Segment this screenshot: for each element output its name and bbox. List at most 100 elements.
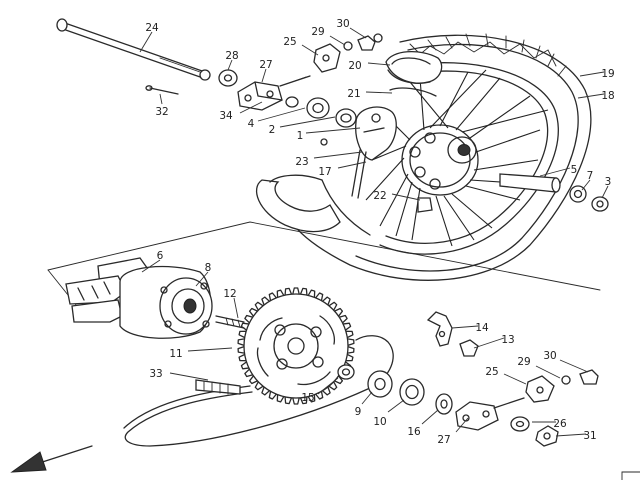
callout-label-27: 27 xyxy=(259,59,272,71)
callout-leader-19 xyxy=(579,71,605,77)
callout-label-11: 11 xyxy=(169,348,182,360)
callout-leader-18 xyxy=(577,93,605,99)
callout-label-30: 30 xyxy=(543,350,556,362)
callout-leader-9 xyxy=(361,391,373,405)
callout-label-29: 29 xyxy=(311,26,324,38)
callout-label-25: 25 xyxy=(485,366,498,378)
callout-leader-2 xyxy=(279,116,336,128)
sprocket-tooth xyxy=(306,391,316,403)
callout-label-19: 19 xyxy=(601,68,614,80)
callout-leader-30 xyxy=(559,359,589,373)
cotter-pin xyxy=(145,85,179,95)
bearing-4 xyxy=(306,97,330,119)
sprocket-tooth xyxy=(240,360,252,370)
stud-bolt xyxy=(215,315,245,329)
sprocket-tooth xyxy=(336,314,348,325)
sprocket-tooth xyxy=(276,391,286,403)
hub-bearing-seal-group xyxy=(367,370,453,415)
sprocket-tooth xyxy=(261,296,272,308)
callout-label-27: 27 xyxy=(437,434,450,446)
callout-label-14: 14 xyxy=(475,322,489,334)
callout-label-33: 33 xyxy=(149,368,162,380)
balance-weight xyxy=(417,197,433,213)
callout-label-10: 10 xyxy=(373,416,386,428)
callout-leader-23 xyxy=(313,151,363,159)
sprocket-tooth xyxy=(344,345,355,355)
sprocket-tooth xyxy=(268,292,279,304)
sprocket-tooth xyxy=(344,337,355,347)
callout-leader-10 xyxy=(387,399,405,413)
callout-leader-32 xyxy=(159,93,163,105)
callout-leader-30 xyxy=(349,27,367,39)
callout-label-32: 32 xyxy=(155,106,168,118)
callout-leader-24 xyxy=(139,31,153,53)
callout-leader-22 xyxy=(391,193,421,201)
callout-leader-11 xyxy=(187,347,233,352)
callout-label-17: 17 xyxy=(318,166,331,178)
brake-shoe-plate xyxy=(320,106,397,199)
corner-mark xyxy=(621,471,640,480)
sprocket-tooth xyxy=(326,379,338,391)
sprocket-tooth xyxy=(244,314,256,325)
sprocket-tooth xyxy=(240,322,252,332)
callout-leader-16 xyxy=(421,409,439,425)
sprocket-tooth xyxy=(320,296,331,308)
callout-label-21: 21 xyxy=(347,88,360,100)
sprocket-tooth xyxy=(332,373,344,385)
callout-label-28: 28 xyxy=(225,50,238,62)
sprocket-tooth xyxy=(291,395,301,405)
callout-leader-25 xyxy=(503,373,527,385)
sprocket-tooth xyxy=(306,289,316,301)
callout-leader-4 xyxy=(257,107,306,122)
callout-label-3: 3 xyxy=(605,176,612,188)
callout-label-15: 15 xyxy=(301,392,314,404)
sprocket-tooth xyxy=(343,330,354,340)
callout-leader-15 xyxy=(317,377,339,395)
callout-leader-17 xyxy=(337,161,367,169)
chain-guide-bracket xyxy=(426,311,479,357)
chain-puller-lower xyxy=(455,369,599,447)
spacer-34 xyxy=(285,96,299,108)
callout-leader-29 xyxy=(535,365,561,379)
callout-label-29: 29 xyxy=(517,356,530,368)
callout-leader-14 xyxy=(451,325,479,329)
sprocket-tooth xyxy=(276,289,286,301)
callout-label-18: 18 xyxy=(601,90,614,102)
tire-tube-section xyxy=(385,51,443,97)
callout-leader-1 xyxy=(305,127,361,134)
sprocket-tooth xyxy=(320,384,331,396)
sprocket-tooth xyxy=(248,373,260,385)
sprocket-tooth xyxy=(332,307,344,319)
sprocket-tooth xyxy=(254,301,266,313)
callout-label-12: 12 xyxy=(223,288,236,300)
callout-label-34: 34 xyxy=(219,110,233,122)
callout-leader-34 xyxy=(239,101,263,114)
sprocket-tooth xyxy=(248,307,260,319)
callout-label-30: 30 xyxy=(336,18,349,30)
callout-label-7: 7 xyxy=(587,170,594,182)
callout-leader-6 xyxy=(141,259,161,273)
callout-label-16: 16 xyxy=(407,426,421,438)
callout-leader-5 xyxy=(539,167,571,177)
callout-leader-29 xyxy=(329,35,346,46)
drive-chain xyxy=(123,335,394,447)
callout-leader-13 xyxy=(473,337,505,349)
sprocket-tooth xyxy=(299,287,308,298)
callout-label-2: 2 xyxy=(269,124,276,136)
callout-label-4: 4 xyxy=(248,118,255,130)
callout-label-25: 25 xyxy=(283,36,296,48)
sprocket-tooth xyxy=(261,384,272,396)
callout-label-5: 5 xyxy=(571,164,578,176)
callout-leader-27 xyxy=(261,68,267,83)
sprocket-tooth xyxy=(340,322,352,332)
callout-leader-28 xyxy=(227,59,233,71)
sprocket-tooth xyxy=(313,388,324,400)
sprocket-tooth xyxy=(244,367,256,378)
callout-leader-33 xyxy=(169,372,209,381)
sprocket-tooth xyxy=(237,345,248,355)
sprocket-tooth xyxy=(343,352,354,362)
callout-label-31: 31 xyxy=(583,430,596,442)
callout-label-13: 13 xyxy=(501,334,514,346)
